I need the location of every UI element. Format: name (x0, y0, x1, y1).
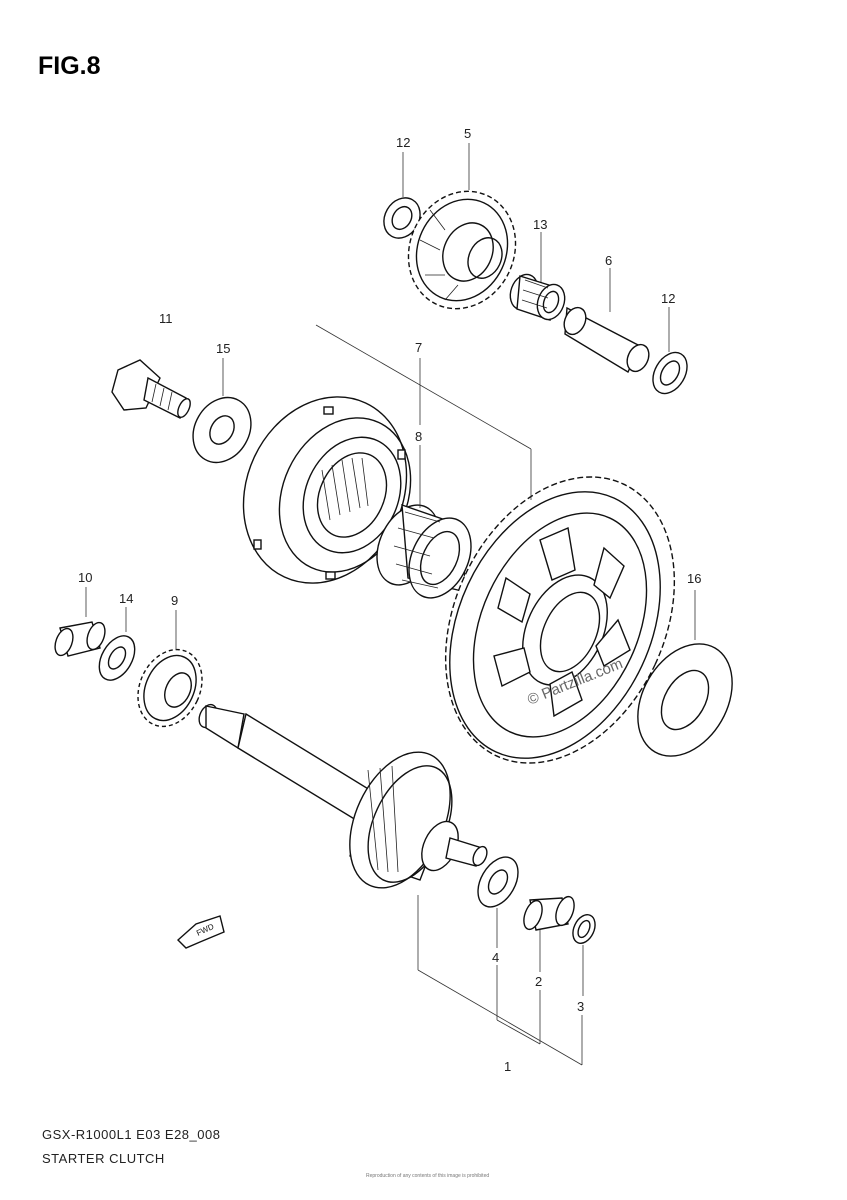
washer-part-4[interactable] (470, 850, 526, 914)
needle-bearing-part-13[interactable] (506, 271, 570, 324)
starter-driven-gear[interactable] (401, 440, 718, 801)
callout-3: 3 (577, 999, 584, 1014)
bushing-part-10[interactable] (52, 620, 109, 658)
copyright-fine-print: Reproduction of any contents of this ima… (366, 1173, 490, 1179)
callout-7: 7 (415, 340, 422, 355)
gear-part-5[interactable] (390, 174, 535, 327)
callout-13: 13 (533, 217, 547, 232)
callout-11: 11 (159, 311, 173, 326)
model-code: GSX-R1000L1 E03 E28_008 (42, 1127, 221, 1142)
gear-part-9[interactable] (126, 639, 214, 737)
washer-part-12-right[interactable] (646, 346, 694, 399)
callout-12-top: 12 (396, 135, 410, 150)
forward-direction-arrow: FWD (176, 915, 225, 949)
section-name: STARTER CLUTCH (42, 1151, 165, 1166)
callout-2: 2 (535, 974, 542, 989)
callout-1: 1 (504, 1059, 511, 1074)
washer-part-14[interactable] (92, 630, 142, 687)
callout-9: 9 (171, 593, 178, 608)
washer-part-16[interactable] (619, 627, 752, 773)
shaft-part-6[interactable] (560, 304, 653, 375)
bolt-part-11[interactable] (111, 359, 193, 419)
callout-4: 4 (492, 950, 499, 965)
circlip-part-3[interactable] (569, 911, 600, 947)
callout-12-right: 12 (661, 291, 675, 306)
callout-15: 15 (216, 341, 230, 356)
shaft-assembly-part-1[interactable] (196, 702, 490, 904)
callout-5: 5 (464, 126, 471, 141)
leader-lines (85, 143, 696, 1066)
bushing-part-2[interactable] (520, 894, 577, 932)
needle-bearing-part-7-8[interactable] (365, 495, 483, 608)
washer-part-15[interactable] (182, 387, 263, 473)
callout-numbers: 12 5 13 6 12 11 15 7 8 10 14 9 16 4 2 3 … (78, 126, 701, 1074)
callout-8: 8 (415, 429, 422, 444)
callout-16: 16 (687, 571, 701, 586)
callout-10: 10 (78, 570, 92, 585)
figure-title: FIG.8 (38, 52, 101, 80)
callout-14: 14 (119, 591, 133, 606)
callout-6: 6 (605, 253, 612, 268)
